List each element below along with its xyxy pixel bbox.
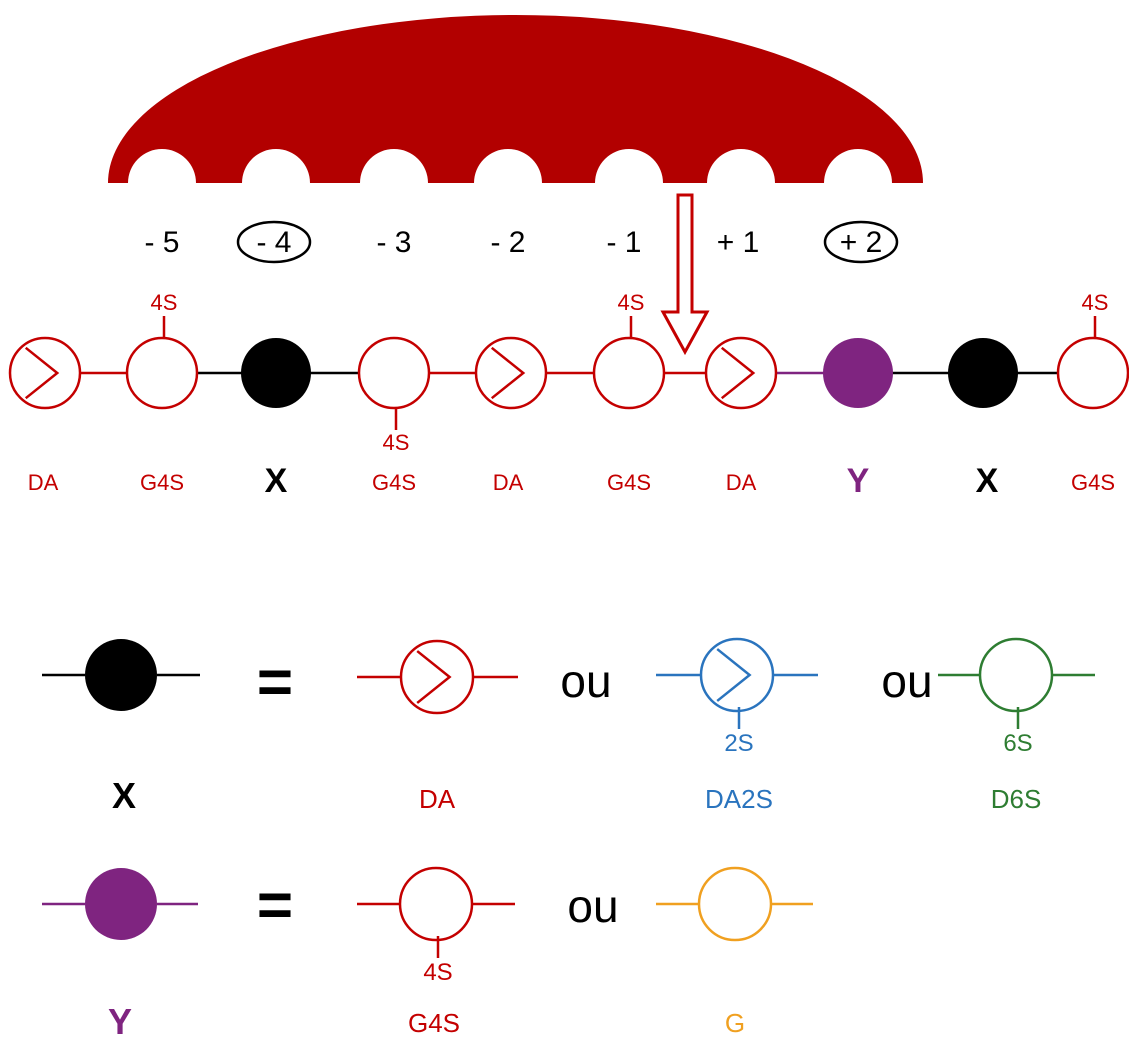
legend-glyphs: 2S 6S 4S — [42, 637, 1095, 986]
sulfate-label: 4S — [1082, 290, 1109, 315]
residue-name: X — [265, 462, 288, 500]
residue-disc — [85, 639, 157, 711]
sugar-unit-g4s: 4S — [1056, 290, 1129, 410]
legend-option-name: G4S — [408, 1008, 460, 1038]
anhydro-bridge — [490, 346, 526, 400]
equals-sign: = — [257, 648, 293, 717]
galactose-ring — [125, 336, 199, 410]
or-label: ou — [881, 655, 932, 707]
sugar-unit-y — [823, 338, 893, 408]
sugar-ring — [978, 637, 1054, 713]
residue-name: DA — [493, 470, 524, 495]
sulfate-label: 4S — [151, 290, 178, 315]
chain-units: 4S 4S 4S 4S — [8, 290, 1129, 455]
subsite-label: + 2 — [840, 226, 883, 259]
legend-text: = ou ou X DA DA2S D6S = ou Y G4S G — [108, 648, 1041, 1040]
subsite-label: - 1 — [606, 226, 641, 259]
or-label: ou — [567, 880, 618, 932]
residue-name: G4S — [140, 470, 184, 495]
anhydro-ring — [399, 639, 475, 715]
sulfate-label: 4S — [423, 959, 452, 986]
residue-name: G4S — [372, 470, 416, 495]
sulfate-label: 4S — [618, 290, 645, 315]
residue-disc — [85, 868, 157, 940]
anhydro-bridge — [24, 346, 60, 400]
subsite-label: + 1 — [717, 226, 760, 259]
sugar-unit-g4s: 4S — [592, 290, 666, 410]
legend-option-name: G — [725, 1008, 745, 1038]
polysaccharide-chain: 4S 4S 4S 4S DA G4S X G4S DA G4S DA Y X G4S — [8, 290, 1129, 500]
legend-glyph — [656, 866, 813, 942]
equals-sign: = — [257, 871, 293, 940]
anhydro-bridge — [716, 648, 752, 702]
sulfate-label: 6S — [1003, 730, 1032, 757]
subsite-label: - 5 — [144, 226, 179, 259]
sugar-ring — [398, 866, 474, 942]
legend-option-name: DA2S — [705, 784, 773, 814]
subsite-label: - 4 — [256, 226, 291, 259]
residue-name: DA — [28, 470, 59, 495]
galactose-ring — [1056, 336, 1129, 410]
galactose-ring — [357, 336, 431, 410]
residue-name: G4S — [607, 470, 651, 495]
or-label: ou — [560, 655, 611, 707]
sugar-unit-da — [474, 336, 548, 410]
residue-name: Y — [847, 462, 870, 500]
sugar-unit-x — [241, 338, 311, 408]
subsite-labels: - 5 - 4 - 3 - 2 - 1 + 1 + 2 — [144, 220, 899, 264]
legend-x-name: X — [112, 775, 136, 816]
legend-option-name: DA — [419, 784, 456, 814]
anhydro-ring — [699, 637, 775, 713]
subsite-highlight-ring — [823, 220, 899, 264]
anhydro-ring — [704, 336, 778, 410]
legend-y-name: Y — [108, 1001, 132, 1040]
sulfate-label: 2S — [724, 730, 753, 757]
enzyme-shape — [108, 15, 923, 184]
sugar-ring — [697, 866, 773, 942]
x-residue-disc — [948, 338, 1018, 408]
legend-glyph: 6S — [938, 637, 1095, 757]
subsite-label: - 2 — [490, 226, 525, 259]
cleavage-arrow — [660, 193, 710, 356]
enzyme-body — [108, 15, 923, 184]
legend: 2S 6S 4S = ou ou X DA DA2S D6S = ou Y G4S … — [42, 637, 1095, 1040]
y-residue-disc — [823, 338, 893, 408]
anhydro-ring — [474, 336, 548, 410]
galactose-ring — [592, 336, 666, 410]
residue-name: G4S — [1071, 470, 1115, 495]
sugar-unit-x — [948, 338, 1018, 408]
legend-glyph — [357, 639, 518, 715]
residue-name: X — [976, 462, 999, 500]
sugar-unit-g4s: 4S — [357, 336, 431, 455]
x-residue-disc — [241, 338, 311, 408]
sugar-unit-da — [8, 336, 82, 410]
residue-names: DA G4S X G4S DA G4S DA Y X G4S — [28, 462, 1115, 500]
legend-glyph: 2S — [656, 637, 818, 757]
anhydro-bridge — [416, 650, 452, 704]
anhydro-ring — [8, 336, 82, 410]
legend-glyph — [42, 868, 198, 940]
residue-name: DA — [726, 470, 757, 495]
sugar-unit-da — [704, 336, 778, 410]
legend-option-name: D6S — [991, 784, 1042, 814]
sugar-unit-g4s: 4S — [125, 290, 199, 410]
cleavage-arrow-outline — [660, 193, 710, 356]
subsite-label: - 3 — [376, 226, 411, 259]
sulfate-label: 4S — [383, 430, 410, 455]
legend-glyph: 4S — [357, 866, 515, 986]
anhydro-bridge — [720, 346, 756, 400]
subsite-highlight-ring — [236, 220, 312, 264]
legend-glyph — [42, 639, 200, 711]
